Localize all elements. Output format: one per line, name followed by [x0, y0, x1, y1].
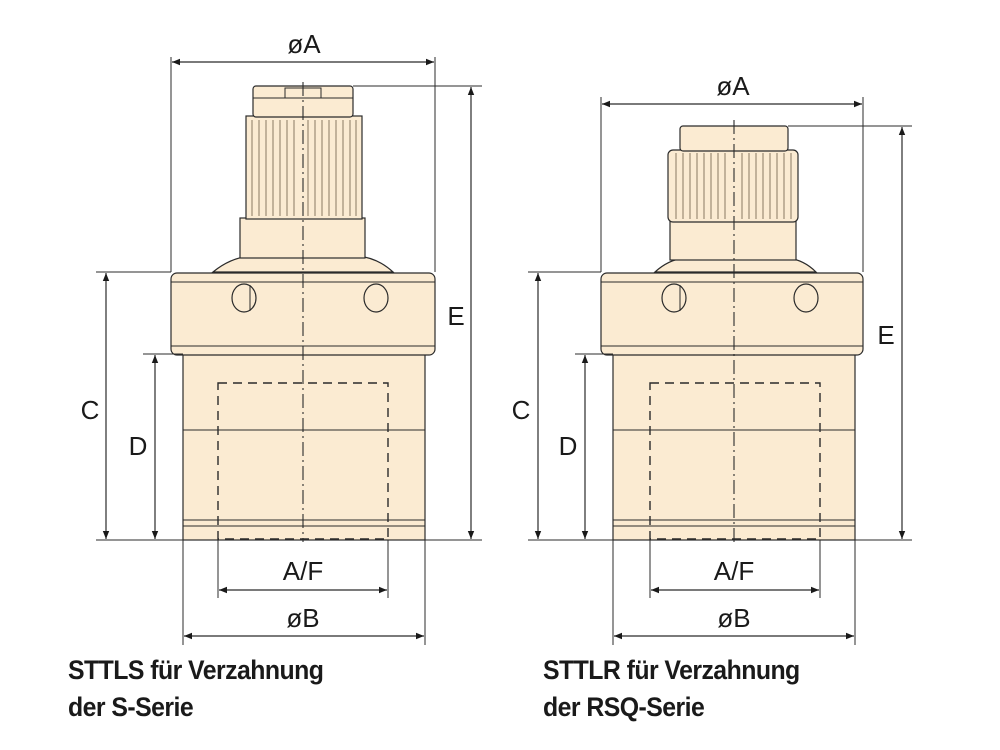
left-caption-line2: der S-Serie: [68, 692, 194, 722]
left-label-AF: A/F: [283, 556, 323, 586]
left-label-oB: øB: [286, 603, 319, 633]
right-knurled-ring: [667, 149, 799, 223]
right-caption-line1: STTLR für Verzahnung: [543, 655, 800, 685]
left-spline-shaft: [245, 115, 363, 220]
right-collar: [600, 272, 864, 356]
right-knurl-teeth: [675, 153, 792, 219]
right-hex-socket-outline: [649, 382, 821, 540]
left-part: øA E C D A/F øB: [81, 29, 482, 645]
right-part: øA E C D A/F øB: [512, 71, 912, 645]
left-caption-line1: STTLS für Verzahnung: [68, 655, 324, 685]
right-hub: [669, 219, 797, 261]
right-hole-1: [661, 283, 687, 313]
left-hole-2: [363, 283, 389, 313]
left-spline-teeth: [251, 120, 357, 216]
left-label-E: E: [447, 301, 464, 331]
left-lower-body: [182, 353, 426, 541]
right-label-C: C: [512, 395, 531, 425]
right-label-oB: øB: [717, 603, 750, 633]
right-label-E: E: [877, 320, 894, 350]
right-label-D: D: [559, 431, 578, 461]
right-label-oA: øA: [716, 71, 750, 101]
left-label-oA: øA: [287, 29, 321, 59]
left-caption: STTLS für Verzahnung der S-Serie: [68, 652, 324, 726]
left-label-D: D: [129, 431, 148, 461]
right-label-AF: A/F: [714, 556, 754, 586]
right-caption: STTLR für Verzahnung der RSQ-Serie: [543, 652, 800, 726]
left-label-C: C: [81, 395, 100, 425]
left-hole-1: [231, 283, 257, 313]
right-caption-line2: der RSQ-Serie: [543, 692, 705, 722]
right-hole-2: [793, 283, 819, 313]
